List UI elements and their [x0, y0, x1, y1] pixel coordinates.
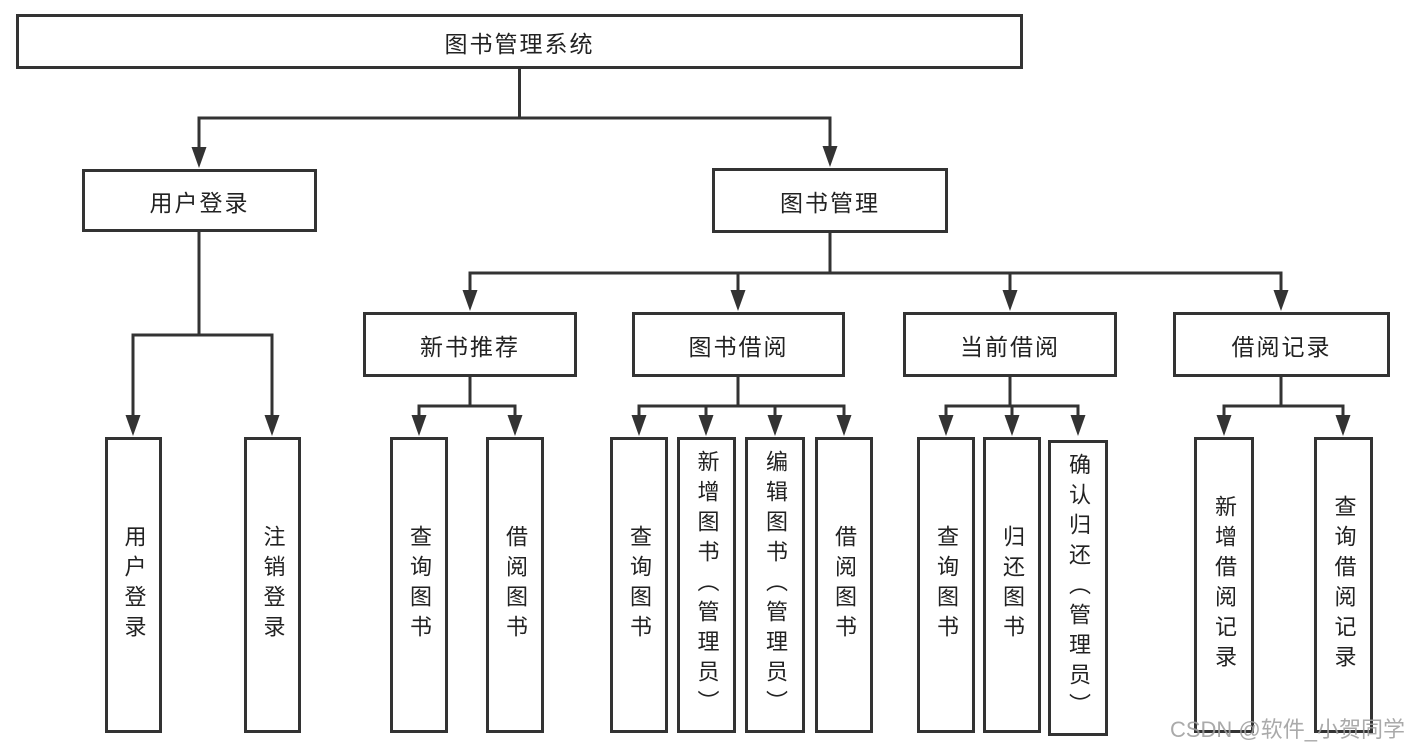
arrowhead	[836, 415, 852, 436]
arrowhead	[191, 147, 207, 168]
arrowhead	[125, 415, 141, 436]
leaf-add-books-admin: 新增图书（管理员）	[677, 437, 736, 733]
arrowhead	[1004, 415, 1020, 436]
leaf-borrow-books-recommend: 借阅图书	[486, 437, 544, 733]
csdn-watermark: CSDN @软件_小贺同学	[1169, 717, 1405, 742]
node-borrow-records: 借阅记录	[1173, 312, 1390, 377]
leaf-edit-books-admin: 编辑图书（管理员）	[745, 437, 805, 733]
leaf-query-borrow-record: 查询借阅记录	[1314, 437, 1373, 733]
leaf-logout: 注销登录	[244, 437, 301, 733]
leaf-confirm-return-admin: 确认归还（管理员）	[1048, 440, 1108, 736]
arrowhead	[1070, 415, 1086, 436]
arrowhead	[730, 290, 746, 311]
arrowhead	[264, 415, 280, 436]
node-book-management: 图书管理	[712, 168, 948, 233]
leaf-add-borrow-record: 新增借阅记录	[1194, 437, 1254, 733]
node-book-borrowing: 图书借阅	[632, 312, 845, 377]
leaf-user-login: 用户登录	[105, 437, 162, 733]
node-root-library-system: 图书管理系统	[16, 14, 1023, 69]
leaf-return-books: 归还图书	[983, 437, 1041, 733]
arrowhead	[631, 415, 647, 436]
arrowhead	[507, 415, 523, 436]
leaf-query-books-borrowing: 查询图书	[610, 437, 668, 733]
leaf-query-books-recommend: 查询图书	[390, 437, 448, 733]
arrowhead	[938, 415, 954, 436]
node-user-login: 用户登录	[82, 169, 317, 232]
arrowhead	[822, 146, 838, 167]
arrowhead	[698, 415, 714, 436]
arrowhead	[462, 290, 478, 311]
node-current-borrowing: 当前借阅	[903, 312, 1117, 377]
node-new-book-recommend: 新书推荐	[363, 312, 577, 377]
arrowhead	[1335, 415, 1351, 436]
arrowhead	[767, 415, 783, 436]
arrowhead	[411, 415, 427, 436]
leaf-borrow-books: 借阅图书	[815, 437, 873, 733]
arrowhead	[1216, 415, 1232, 436]
arrowhead	[1002, 290, 1018, 311]
leaf-query-books-current: 查询图书	[917, 437, 975, 733]
arrowhead	[1273, 290, 1289, 311]
